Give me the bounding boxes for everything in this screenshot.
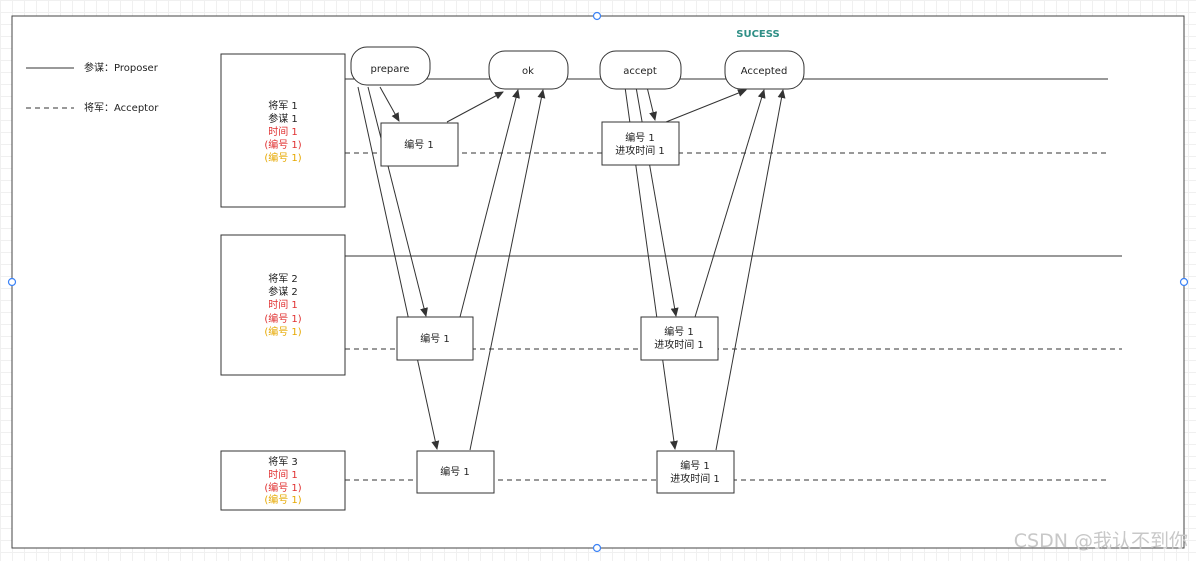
legend-acceptor: 将军：Acceptor [84, 102, 159, 114]
group-3-line-3: (编号 1) [264, 481, 301, 494]
group-1-line-3: 时间 1 [268, 125, 298, 138]
group-2-line-3: 时间 1 [268, 298, 298, 311]
resize-handle-left[interactable] [7, 277, 17, 287]
arrow-prepare-to-acceptor-3 [357, 86, 440, 450]
group-1-line-2: 参谋 1 [268, 112, 298, 125]
prepare-message-box-1: 编号 1 [380, 122, 459, 167]
prepare-message-1-label: 编号 1 [404, 138, 434, 151]
prepare-message-box-2: 编号 1 [396, 316, 474, 361]
phase-accepted-label: Accepted [741, 66, 788, 77]
group-1-line-5: (编号 1) [264, 151, 301, 164]
accept-message-1-line-2: 进攻时间 1 [615, 144, 665, 157]
arrow-acceptor-1-to-ok [446, 91, 504, 123]
arrow-acceptor-1-to-accepted [665, 89, 747, 123]
resize-handle-right[interactable] [1179, 277, 1189, 287]
group-1-line-4: (编号 1) [264, 138, 301, 151]
group-2-line-1: 将军 2 [268, 273, 298, 285]
phase-accepted: Accepted [724, 50, 805, 90]
accept-message-2-line-1: 编号 1 [664, 325, 694, 338]
legend-proposer: 参谋：Proposer [84, 61, 159, 74]
phase-prepare-label: prepare [371, 64, 410, 75]
group-3-line-4: (编号 1) [264, 493, 301, 506]
accept-message-3-line-1: 编号 1 [680, 459, 710, 472]
accept-message-3-line-2: 进攻时间 1 [670, 472, 720, 485]
group-3-line-2: 时间 1 [268, 468, 298, 481]
arrow-acceptor-2-to-ok [459, 89, 520, 318]
group-1-line-1: 将军 1 [268, 100, 298, 112]
group-box-1: 将军 1 参谋 1 时间 1 (编号 1) (编号 1) [220, 53, 346, 208]
group-box-2: 将军 2 参谋 2 时间 1 (编号 1) (编号 1) [220, 234, 346, 376]
prepare-message-2-label: 编号 1 [420, 332, 450, 345]
phase-ok: ok [488, 50, 569, 90]
phase-ok-label: ok [522, 66, 534, 77]
arrow-accept-to-acceptor-1 [646, 86, 658, 121]
group-3-line-1: 将军 3 [268, 456, 298, 468]
arrow-acceptor-2-to-accepted [694, 89, 766, 318]
success-label: SUCESS [736, 29, 779, 40]
phase-prepare: prepare [350, 46, 431, 86]
resize-handle-top[interactable] [592, 11, 602, 21]
arrow-prepare-to-acceptor-2 [367, 86, 428, 317]
resize-handle-bottom[interactable] [592, 543, 602, 553]
prepare-message-box-3: 编号 1 [416, 450, 495, 494]
accept-message-box-1: 编号 1 进攻时间 1 [601, 121, 680, 166]
phase-accept: accept [599, 50, 682, 90]
accept-message-2-line-2: 进攻时间 1 [654, 338, 704, 351]
arrow-acceptor-3-to-accepted [715, 89, 786, 451]
group-2-line-5: (编号 1) [264, 325, 301, 338]
phase-accept-label: accept [623, 66, 657, 77]
accept-message-box-3: 编号 1 进攻时间 1 [656, 450, 735, 494]
outer-frame [11, 15, 1185, 549]
prepare-message-3-label: 编号 1 [440, 465, 470, 478]
accept-message-box-2: 编号 1 进攻时间 1 [640, 316, 719, 361]
accept-message-1-line-1: 编号 1 [625, 131, 655, 144]
group-2-line-4: (编号 1) [264, 312, 301, 325]
group-box-3: 将军 3 时间 1 (编号 1) (编号 1) [220, 450, 346, 511]
group-2-line-2: 参谋 2 [268, 285, 298, 298]
watermark: CSDN @我认不到你 [1013, 530, 1188, 552]
arrow-acceptor-3-to-ok [469, 89, 546, 451]
arrow-prepare-to-acceptor-1 [379, 86, 400, 122]
